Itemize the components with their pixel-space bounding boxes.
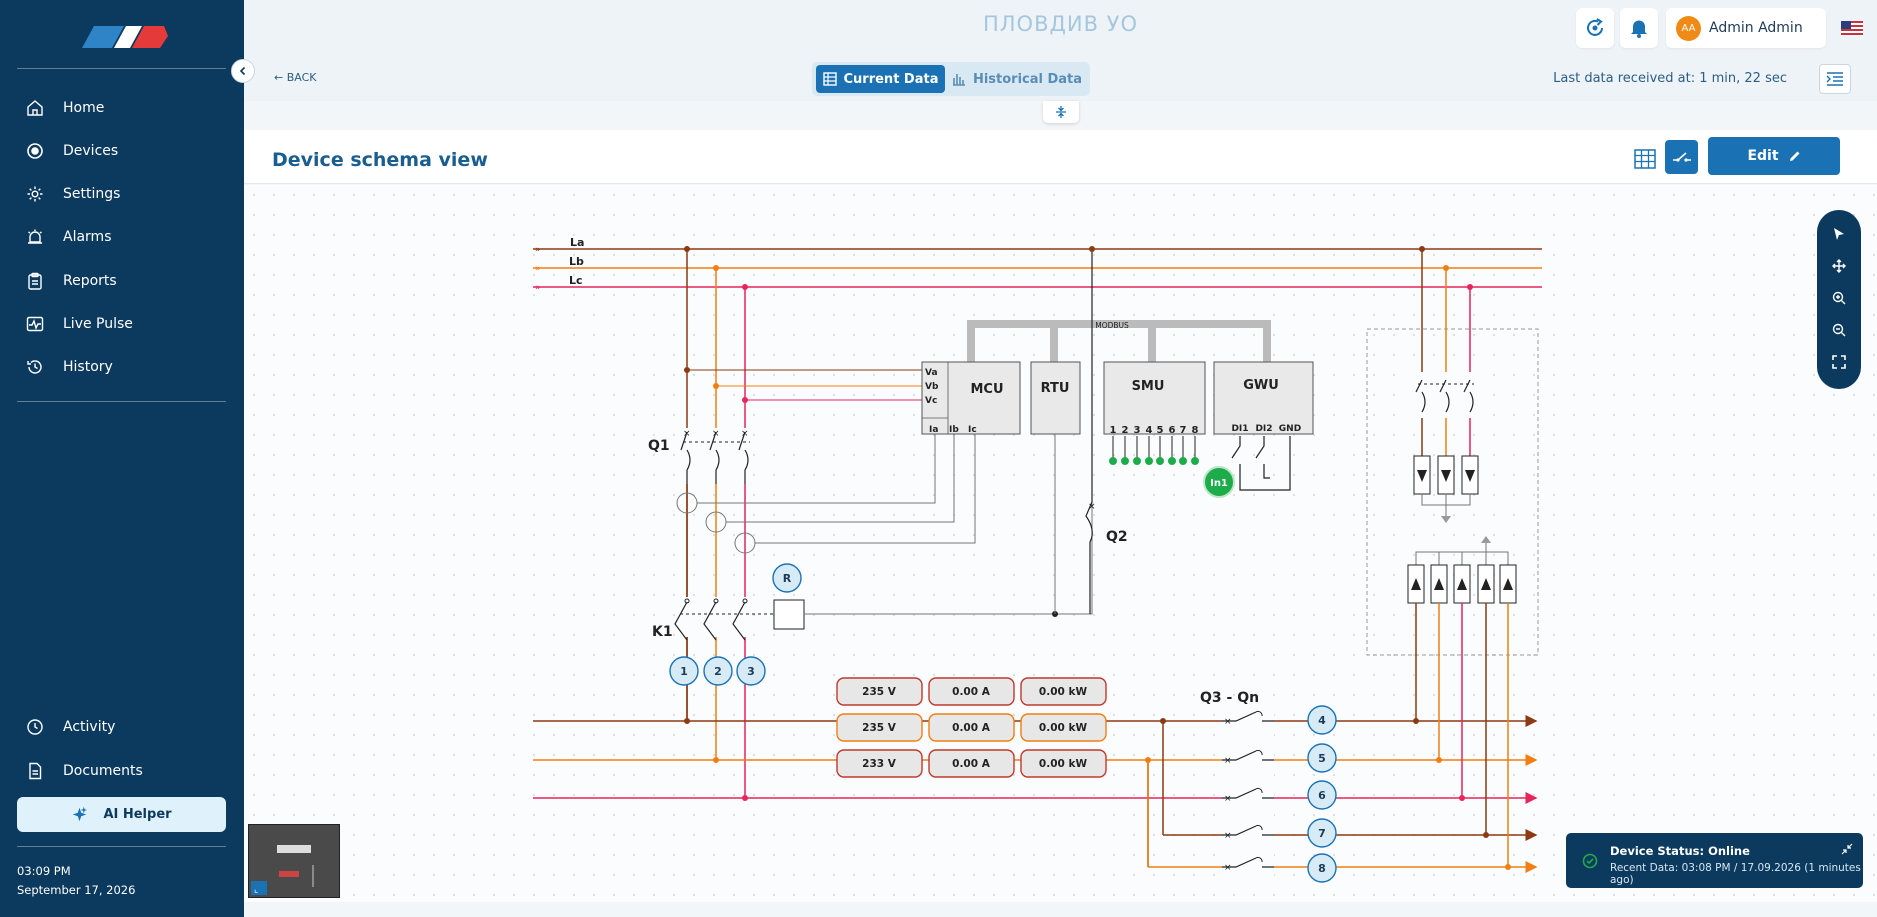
pan-tool-button[interactable] xyxy=(1828,255,1850,277)
bar-chart-icon xyxy=(952,74,965,86)
table-icon xyxy=(822,72,837,86)
sidebar-divider xyxy=(17,68,226,69)
chevron-left-icon xyxy=(239,66,246,76)
sidebar-item-label: Activity xyxy=(63,719,116,735)
toast-subtitle: Recent Data: 03:08 PM / 17.09.2026 (1 mi… xyxy=(1610,862,1861,886)
ai-helper-button[interactable]: AI Helper xyxy=(17,797,226,832)
sidebar-item-history[interactable]: History xyxy=(17,350,227,384)
event-list-button[interactable] xyxy=(1819,64,1851,94)
collapse-header-button[interactable] xyxy=(1043,101,1079,123)
sidebar-item-label: Alarms xyxy=(63,229,112,245)
location-title: ПЛОВДИВ УО xyxy=(982,12,1139,36)
us-flag-icon[interactable] xyxy=(1841,20,1863,35)
refresh-button[interactable] xyxy=(1576,8,1614,48)
last-data-received: Last data received at: 1 min, 22 sec xyxy=(1553,71,1787,86)
sidebar-item-label: Settings xyxy=(63,186,121,202)
top-bar: ПЛОВДИВ УО AA Admin Admin xyxy=(244,0,1877,56)
page-title: Device schema view xyxy=(272,149,488,171)
data-mode-toggle: Current Data Historical Data xyxy=(812,62,1090,96)
edit-button[interactable]: Edit xyxy=(1708,137,1840,175)
sidebar-item-live-pulse[interactable]: Live Pulse xyxy=(17,307,227,341)
zoom-out-icon xyxy=(1832,323,1846,337)
schema-canvas[interactable] xyxy=(244,185,1877,902)
current-date: September 17, 2026 xyxy=(17,883,136,897)
sidebar-item-label: Reports xyxy=(63,273,117,289)
sub-bar: ← BACK Current Data Historical Data Last… xyxy=(244,56,1877,101)
clipboard-icon xyxy=(25,271,45,291)
tab-historical-data[interactable]: Historical Data xyxy=(950,65,1084,93)
sidebar-item-alarms[interactable]: Alarms xyxy=(17,220,227,254)
sidebar-item-reports[interactable]: Reports xyxy=(17,264,227,298)
cursor-icon xyxy=(1834,228,1844,240)
history-icon xyxy=(25,357,45,377)
grid-icon xyxy=(1634,149,1656,169)
tab-label: Historical Data xyxy=(972,71,1083,87)
back-label: BACK xyxy=(286,71,317,84)
table-view-button[interactable] xyxy=(1630,145,1660,173)
back-link[interactable]: ← BACK xyxy=(274,71,317,84)
zoom-in-button[interactable] xyxy=(1828,287,1850,309)
sidebar-item-activity[interactable]: Activity xyxy=(17,710,227,744)
devices-icon xyxy=(25,141,45,161)
collapse-icon xyxy=(1056,106,1066,118)
sidebar-clock: 03:09 PM September 17, 2026 xyxy=(17,862,135,900)
sidebar-divider xyxy=(17,846,226,847)
list-indent-icon xyxy=(1826,72,1843,86)
brand-logo[interactable] xyxy=(74,22,170,50)
document-icon xyxy=(25,761,45,781)
pulse-icon xyxy=(25,314,45,334)
device-status-toast: Device Status: Online Recent Data: 03:08… xyxy=(1566,833,1863,888)
sidebar-item-documents[interactable]: Documents xyxy=(17,754,227,788)
current-time: 03:09 PM xyxy=(17,864,71,878)
schema-card-header: Device schema view Edit xyxy=(244,130,1877,184)
move-icon xyxy=(1832,259,1846,273)
zoom-out-button[interactable] xyxy=(1828,319,1850,341)
schema-mode-button[interactable] xyxy=(1665,140,1698,174)
tab-label: Current Data xyxy=(843,71,939,87)
alarm-icon xyxy=(25,227,45,247)
fit-screen-button[interactable] xyxy=(1828,351,1850,373)
sidebar-item-label: History xyxy=(63,359,113,375)
sidebar: Home Devices Settings Alarms Reports Liv… xyxy=(0,0,244,917)
bell-icon xyxy=(1631,20,1647,38)
sidebar-item-label: Home xyxy=(63,100,105,116)
switch-icon xyxy=(1672,152,1691,162)
collapse-toast-icon[interactable] xyxy=(1841,843,1853,855)
zoom-in-icon xyxy=(1832,291,1846,305)
arrow-left-icon: ← xyxy=(274,71,284,84)
avatar: AA xyxy=(1676,15,1701,41)
ai-helper-label: AI Helper xyxy=(103,807,172,822)
gear-icon xyxy=(25,184,45,204)
fullscreen-icon xyxy=(1832,355,1846,369)
user-name: Admin Admin xyxy=(1709,20,1803,36)
home-icon xyxy=(25,98,45,118)
sidebar-divider xyxy=(17,401,226,402)
canvas-tools xyxy=(1817,210,1861,389)
toast-title: Device Status: Online xyxy=(1610,844,1750,858)
edit-label: Edit xyxy=(1747,148,1779,164)
check-circle-icon xyxy=(1582,853,1598,869)
sidebar-item-label: Documents xyxy=(63,763,143,779)
notifications-button[interactable] xyxy=(1620,8,1658,48)
pencil-icon xyxy=(1789,151,1800,161)
user-menu[interactable]: AA Admin Admin xyxy=(1666,8,1826,48)
tab-current-data[interactable]: Current Data xyxy=(816,65,945,93)
sidebar-item-label: Live Pulse xyxy=(63,316,133,332)
sidebar-item-settings[interactable]: Settings xyxy=(17,177,227,211)
sparkle-icon xyxy=(73,806,88,821)
clock-icon xyxy=(25,717,45,737)
sidebar-item-home[interactable]: Home xyxy=(17,91,227,125)
select-tool-button[interactable] xyxy=(1828,223,1850,245)
sidebar-item-devices[interactable]: Devices xyxy=(17,134,227,168)
schema-minimap[interactable]: ⌞ xyxy=(248,824,340,898)
sidebar-item-label: Devices xyxy=(63,143,119,159)
sidebar-collapse-button[interactable] xyxy=(231,59,255,83)
minimap-icon: ⌞ xyxy=(254,885,258,895)
refresh-icon xyxy=(1587,18,1603,36)
